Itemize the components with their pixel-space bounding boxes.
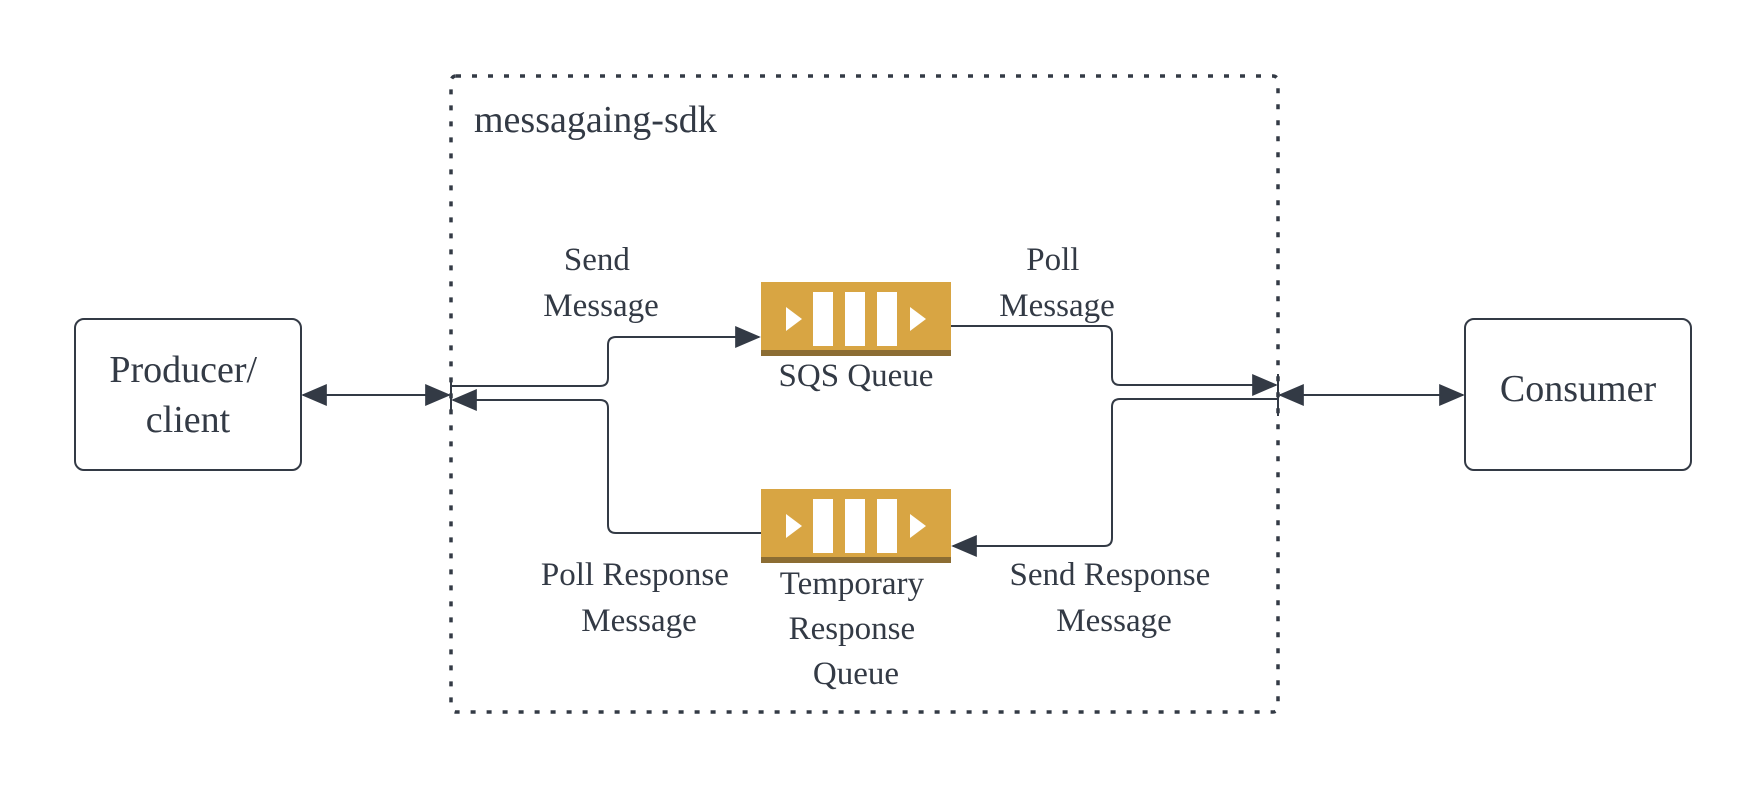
poll-response-label-line1: Poll Response <box>541 557 729 593</box>
send-response-label-line2: Message <box>1056 603 1171 639</box>
consumer-label: Consumer <box>1500 368 1657 410</box>
producer-label-line1: Producer/ <box>109 349 257 391</box>
temp-queue-label: Temporary Response Queue <box>780 566 933 692</box>
temporary-queue-icon[interactable] <box>761 489 951 563</box>
consumer-box[interactable] <box>1464 318 1692 471</box>
producer-label: Producer/ client <box>109 349 266 441</box>
consumer-label-line1: Consumer <box>1500 368 1657 410</box>
poll-message-label-line1: Poll <box>1026 242 1079 278</box>
send-message-connector <box>451 326 761 387</box>
poll-response-connector <box>451 389 761 534</box>
send-message-label: Send Message <box>543 242 658 324</box>
poll-response-label-line2: Message <box>581 603 696 639</box>
temp-queue-label-line2: Response <box>789 611 916 647</box>
send-message-label-line2: Message <box>543 288 658 324</box>
poll-message-connector <box>951 325 1278 396</box>
temp-queue-label-line3: Queue <box>813 656 899 692</box>
send-message-label-line1: Send <box>564 242 631 278</box>
poll-response-label: Poll Response Message <box>541 557 737 639</box>
send-response-connector <box>951 398 1278 557</box>
temp-queue-label-line1: Temporary <box>780 566 925 602</box>
sdk-container-label: messagaing-sdk <box>474 99 717 141</box>
sqs-queue-label: SQS Queue <box>779 358 934 394</box>
producer-label-line2: client <box>146 399 231 441</box>
send-response-label-line1: Send Response <box>1010 557 1211 593</box>
producer-box[interactable] <box>74 318 302 471</box>
poll-message-label-line2: Message <box>999 288 1114 324</box>
poll-message-label: Poll Message <box>999 242 1114 324</box>
sqs-queue-icon[interactable] <box>761 282 951 356</box>
sqs-queue-label-line1: SQS Queue <box>779 358 934 394</box>
send-response-label: Send Response Message <box>1010 557 1219 639</box>
